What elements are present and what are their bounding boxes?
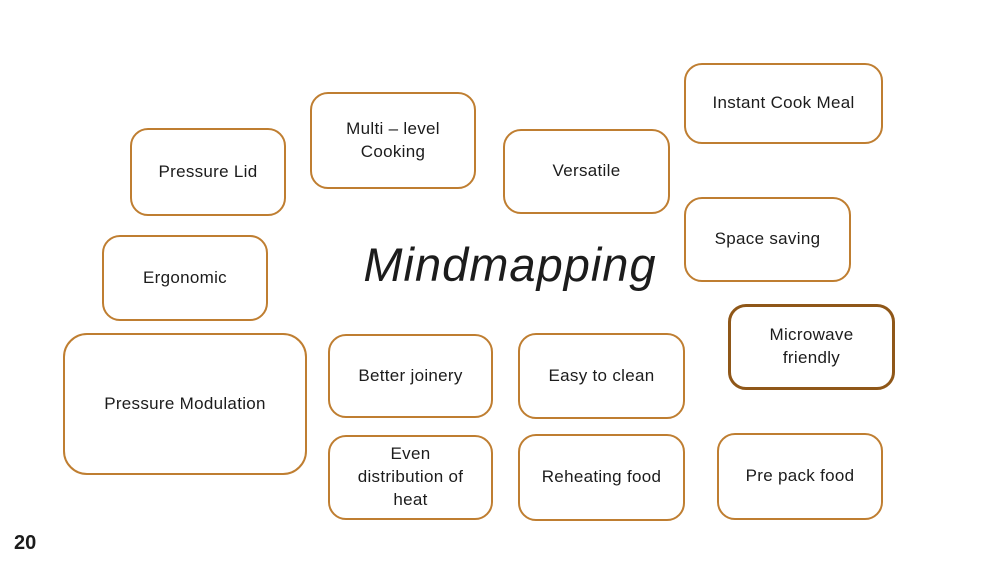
node-label: Microwave friendly bbox=[769, 325, 854, 367]
node-label: Easy to clean bbox=[548, 365, 655, 385]
node-label: Better joinery bbox=[358, 365, 463, 385]
node-microwave-friendly: Microwave friendly bbox=[728, 304, 895, 390]
node-label: Ergonomic bbox=[143, 267, 227, 287]
node-label: Reheating food bbox=[541, 467, 662, 487]
node-better-joinery: Better joinery bbox=[328, 334, 493, 418]
node-space-saving: Space saving bbox=[684, 197, 851, 282]
node-label: Even distribution of heat bbox=[357, 444, 464, 509]
node-easy-to-clean: Easy to clean bbox=[518, 333, 685, 419]
node-pressure-modulation: Pressure Modulation bbox=[63, 333, 307, 475]
node-label: Instant Cook Meal bbox=[712, 93, 855, 113]
node-pre-pack-food: Pre pack food bbox=[717, 433, 883, 520]
node-reheating-food: Reheating food bbox=[518, 434, 685, 521]
node-label: Pressure Lid bbox=[158, 161, 258, 181]
node-label: Multi – level Cooking bbox=[346, 118, 440, 161]
node-label: Versatile bbox=[552, 161, 621, 181]
node-instant-cook-meal: Instant Cook Meal bbox=[684, 63, 883, 144]
node-label: Pressure Modulation bbox=[104, 393, 266, 413]
node-multi-level-cooking: Multi – level Cooking bbox=[310, 92, 476, 189]
slide-page-number: 20 bbox=[14, 532, 37, 554]
node-label: Space saving bbox=[714, 229, 821, 249]
mindmap-title: Mindmapping bbox=[363, 238, 657, 291]
node-label: Pre pack food bbox=[745, 466, 855, 486]
node-even-distribution-of-heat: Even distribution of heat bbox=[328, 435, 493, 520]
node-ergonomic: Ergonomic bbox=[102, 235, 268, 321]
node-pressure-lid: Pressure Lid bbox=[130, 128, 286, 216]
node-versatile: Versatile bbox=[503, 129, 670, 214]
